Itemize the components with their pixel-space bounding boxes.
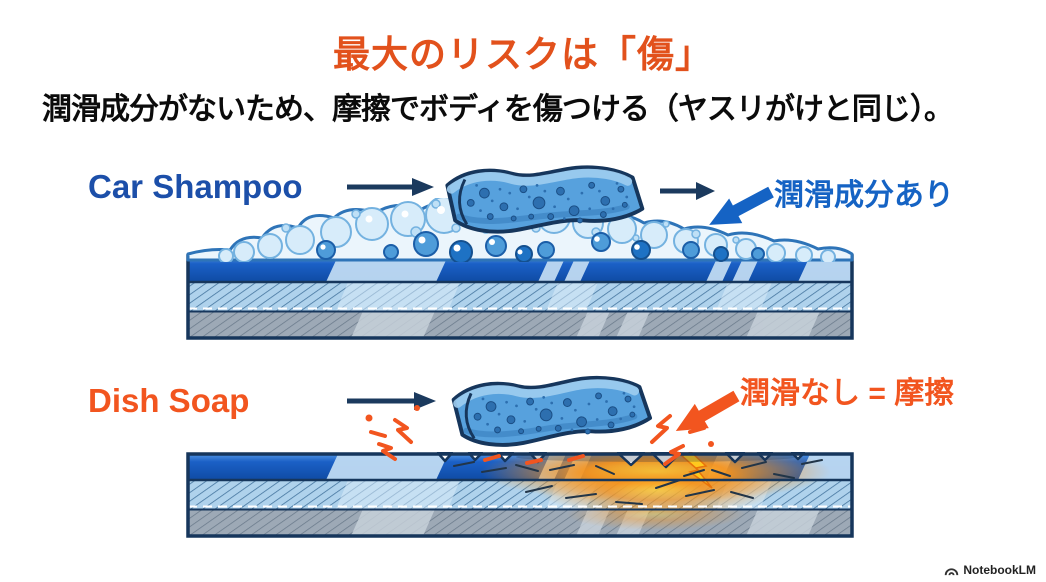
- callout-arrow-icon: [709, 186, 774, 225]
- notebooklm-logo-icon: [945, 567, 959, 575]
- sponge-illustration: [445, 165, 645, 234]
- scratched-panel-illustration: [186, 452, 854, 538]
- arrow-right-icon: [660, 182, 715, 200]
- sponge-illustration: [451, 375, 653, 447]
- car-panel-illustration: [186, 254, 854, 340]
- arrow-right-icon: [347, 178, 434, 196]
- lubrication-present-callout: 潤滑成分あり: [774, 179, 954, 212]
- car-shampoo-label: Car Shampoo: [88, 168, 303, 205]
- watermark-label: NotebookLM: [963, 563, 1036, 577]
- no-lubrication-callout: 潤滑なし = 摩擦: [740, 377, 955, 410]
- callout-arrow-icon: [675, 390, 740, 431]
- foam-bubbles-illustration: [186, 198, 854, 262]
- notebooklm-watermark: NotebookLM: [944, 563, 1036, 577]
- dish-soap-label: Dish Soap: [88, 382, 250, 419]
- friction-sparks-icon: [365, 405, 714, 466]
- arrow-right-icon: [347, 392, 436, 410]
- page-title: 最大のリスクは「傷」: [333, 34, 713, 75]
- slide-subtitle: 潤滑成分がないため、摩擦でボディを傷つける（ヤスリがけと同じ）。: [42, 93, 954, 126]
